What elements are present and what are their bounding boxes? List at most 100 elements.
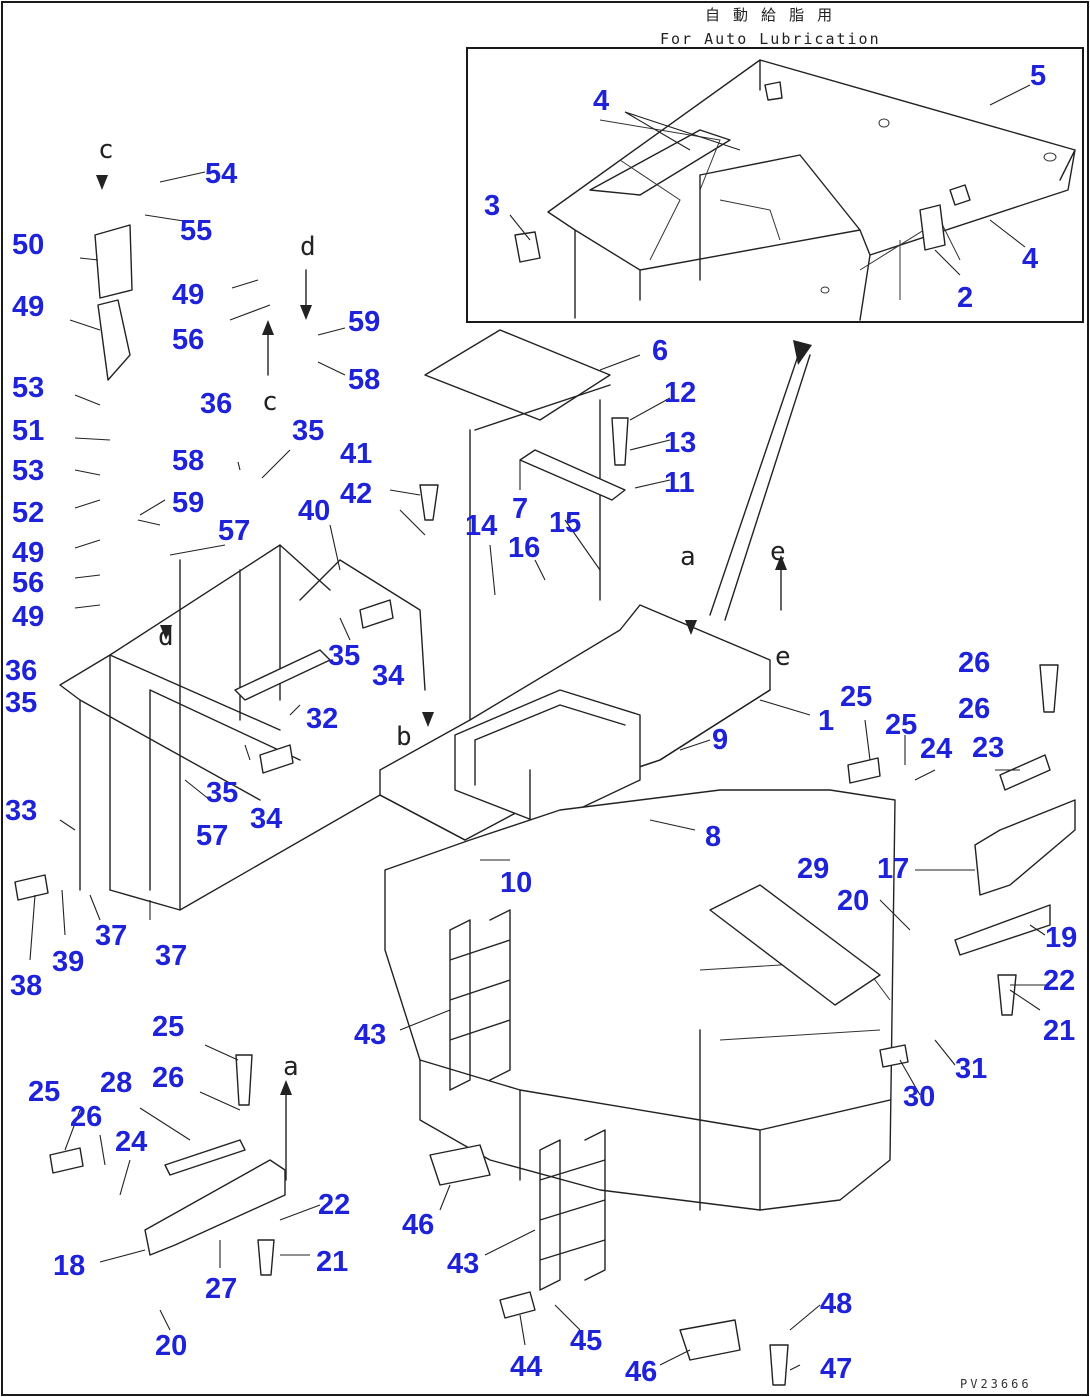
callout-22: 22: [1043, 965, 1075, 997]
callout-39: 39: [52, 946, 84, 978]
view-ref-c: c: [262, 387, 278, 417]
callout-18: 18: [53, 1250, 85, 1282]
bracket-50: [94, 224, 133, 299]
view-line-c2: [267, 269, 307, 376]
callout-26: 26: [958, 693, 990, 725]
callout-57: 57: [196, 820, 228, 852]
bolt-25-mid: [847, 757, 881, 784]
callout-25: 25: [28, 1076, 60, 1108]
inset-frame: [466, 47, 1084, 323]
inset-bracket: [919, 204, 946, 251]
callout-47: 47: [820, 1353, 852, 1385]
callout-48: 48: [820, 1288, 852, 1320]
bolt-21-right: [997, 974, 1017, 1016]
callout-34: 34: [372, 660, 404, 692]
callout-56: 56: [12, 567, 44, 599]
handrail-frame: [59, 544, 331, 891]
callout-3: 3: [484, 190, 500, 222]
callout-51: 51: [12, 415, 44, 447]
callout-26: 26: [152, 1062, 184, 1094]
bolt-25-ll: [49, 1147, 84, 1174]
view-arrow-b: [422, 712, 434, 727]
callout-24: 24: [920, 733, 952, 765]
bolt-47: [769, 1344, 789, 1386]
view-ref-e: e: [770, 537, 786, 567]
callout-37: 37: [155, 940, 187, 972]
bolt-21-left: [257, 1239, 275, 1276]
frame-body-edge: [419, 1029, 891, 1211]
callout-27: 27: [205, 1273, 237, 1305]
view-arrow-c3: [685, 620, 697, 635]
callout-20: 20: [155, 1330, 187, 1362]
view-arrow-c: [96, 175, 108, 190]
inset-hole: [1043, 152, 1057, 162]
leaders-main: [29, 171, 1050, 1371]
callout-9: 9: [712, 724, 728, 756]
callout-11: 11: [664, 467, 695, 499]
callout-1: 1: [818, 705, 834, 737]
callout-35: 35: [292, 415, 324, 447]
view-arrow-e: [775, 555, 787, 570]
ladder-lower: [539, 1129, 606, 1291]
view-ref-c: c: [98, 135, 114, 165]
callout-33: 33: [5, 795, 37, 827]
callout-36: 36: [5, 655, 37, 687]
callout-32: 32: [306, 703, 338, 735]
inset-valve-block: [514, 231, 541, 263]
bolt-12: [611, 417, 629, 466]
inset-title-jp: 自 動 給 脂 用: [705, 6, 834, 24]
view-arrow-d: [300, 305, 312, 320]
inset-inner-detail: [599, 119, 961, 300]
view-ref-a: a: [680, 542, 696, 572]
callout-35: 35: [328, 640, 360, 672]
callout-46: 46: [402, 1209, 434, 1241]
callout-43: 43: [447, 1248, 479, 1280]
callout-35: 35: [206, 777, 238, 809]
view-ref-a: a: [283, 1052, 299, 1082]
callout-12: 12: [664, 377, 696, 409]
view-line-a: [285, 569, 782, 1181]
inset-auto-lubrication: 自 動 給 脂 用 For Auto Lubrication: [466, 6, 1084, 323]
callout-52: 52: [12, 497, 44, 529]
callout-46: 46: [625, 1356, 657, 1388]
callout-56: 56: [172, 324, 204, 356]
inset-fitting: [949, 184, 971, 206]
callout-4: 4: [1022, 243, 1038, 275]
callout-28: 28: [100, 1067, 132, 1099]
callout-20: 20: [837, 885, 869, 917]
callout-15: 15: [549, 507, 581, 539]
callout-36: 36: [200, 388, 232, 420]
ladder-upper: [449, 909, 511, 1091]
callout-22: 22: [318, 1189, 350, 1221]
view-ref-e: e: [775, 642, 791, 672]
callout-26: 26: [958, 647, 990, 679]
handrail-side: [109, 559, 381, 911]
bolt-34b: [259, 744, 294, 774]
callout-58: 58: [348, 364, 380, 396]
rod-arrow: [793, 340, 812, 365]
bolt-25-right: [1039, 664, 1059, 713]
cover-rear: [709, 884, 881, 1006]
callout-24: 24: [115, 1126, 147, 1158]
callout-25: 25: [840, 681, 872, 713]
callout-7: 7: [512, 493, 528, 525]
callout-21: 21: [1043, 1015, 1075, 1047]
step-plate-left: [164, 1139, 246, 1176]
callout-54: 54: [205, 158, 237, 190]
bolt-41: [419, 484, 439, 521]
callout-42: 42: [340, 478, 372, 510]
mount-46-upper: [429, 1144, 491, 1186]
pedestal-box: [454, 689, 641, 826]
callout-49: 49: [12, 537, 44, 569]
mount-46-lower: [679, 1319, 741, 1361]
bolt-25-left: [235, 1054, 253, 1106]
callout-16: 16: [508, 532, 540, 564]
step-bracket-right: [974, 799, 1076, 896]
callout-57: 57: [218, 515, 250, 547]
callout-8: 8: [705, 821, 721, 853]
callout-26: 26: [70, 1101, 102, 1133]
callout-44: 44: [510, 1351, 542, 1383]
